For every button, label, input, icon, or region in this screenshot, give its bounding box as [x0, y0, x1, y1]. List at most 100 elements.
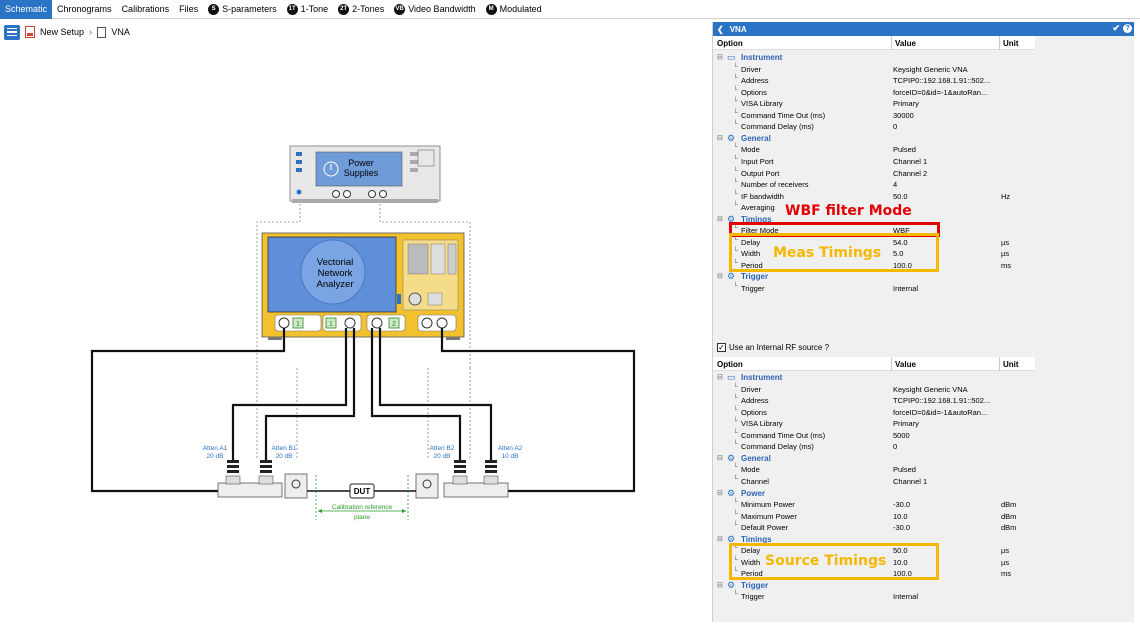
collapse-icon[interactable]: ⊟ — [717, 581, 723, 589]
property-row[interactable]: └Averaging — [713, 202, 1113, 214]
collapse-icon[interactable]: ⊟ — [717, 454, 723, 462]
col-unit[interactable]: Unit — [1003, 39, 1019, 48]
option-value[interactable]: Channel 1 — [893, 476, 928, 486]
collapse-icon[interactable]: ⊟ — [717, 489, 723, 497]
col-option-2[interactable]: Option — [717, 360, 743, 369]
property-row[interactable]: └Command Delay (ms)0 — [713, 121, 1113, 133]
group-row[interactable]: ⊟⚙Power — [713, 488, 1113, 500]
option-value[interactable]: Keysight Generic VNA — [893, 64, 968, 74]
property-row[interactable]: └Command Delay (ms)0 — [713, 441, 1113, 453]
menu-icon[interactable] — [4, 24, 20, 40]
option-value[interactable]: -30.0 — [893, 500, 911, 510]
col-value-2[interactable]: Value — [895, 360, 916, 369]
option-value[interactable]: 4 — [893, 180, 898, 190]
option-value[interactable]: forceID=0&id=-1&autoRan... — [893, 87, 988, 97]
col-option[interactable]: Option — [717, 39, 743, 48]
group-row[interactable]: ⊟⚙Trigger — [713, 580, 1113, 592]
option-value[interactable]: 10.0 — [893, 557, 908, 567]
option-value[interactable]: 0 — [893, 442, 898, 452]
option-value[interactable]: TCPIP0::192.168.1.91::502... — [893, 396, 991, 406]
collapse-icon[interactable]: ⊟ — [717, 535, 723, 543]
option-value[interactable]: Internal — [893, 284, 919, 293]
option-value[interactable]: Internal — [893, 592, 919, 602]
tab-files[interactable]: Files — [174, 0, 203, 19]
chevron-left-icon[interactable]: ❮ — [717, 24, 724, 34]
collapse-icon[interactable]: ⊟ — [717, 134, 723, 142]
collapse-icon[interactable]: ⊟ — [717, 215, 723, 223]
collapse-icon[interactable]: ⊟ — [717, 273, 723, 281]
group-row[interactable]: ⊟▭Instrument — [713, 52, 1113, 64]
collapse-icon[interactable]: ⊟ — [717, 374, 723, 381]
option-value[interactable]: 30000 — [893, 110, 914, 120]
option-value[interactable]: 54.0 — [893, 237, 908, 247]
internal-rf-source-row[interactable]: ✓ Use an Internal RF source ? — [717, 343, 829, 352]
col-value[interactable]: Value — [895, 39, 916, 48]
option-value[interactable]: forceID=0&id=-1&autoRan... — [893, 407, 988, 417]
option-value[interactable]: WBF — [893, 226, 910, 236]
check-icon[interactable]: ✔ — [1112, 23, 1120, 33]
help-icon[interactable]: ? — [1123, 24, 1132, 33]
tab-calibrations[interactable]: Calibrations — [117, 0, 175, 19]
option-value[interactable]: 100.0 — [893, 569, 912, 579]
option-value[interactable]: Pulsed — [893, 145, 916, 155]
option-value[interactable]: 0 — [893, 122, 898, 132]
group-row[interactable]: ⊟⚙General — [713, 133, 1113, 145]
option-value[interactable]: 50.0 — [893, 191, 908, 201]
option-value[interactable]: 10.0 — [893, 511, 908, 521]
group-row[interactable]: ⊟⚙General — [713, 453, 1113, 465]
tab-schematic[interactable]: Schematic — [0, 0, 53, 19]
group-row[interactable]: ⊟⚙Timings — [713, 534, 1113, 546]
option-value[interactable]: 100.0 — [893, 260, 912, 270]
tab-chronograms[interactable]: Chronograms — [52, 0, 117, 19]
breadcrumb-setup[interactable]: New Setup — [40, 27, 85, 37]
option-value[interactable]: Primary — [893, 99, 919, 109]
option-value[interactable]: -30.0 — [893, 523, 911, 533]
option-value[interactable]: Keysight Generic VNA — [893, 384, 968, 394]
option-value[interactable]: Pulsed — [893, 465, 916, 475]
col-unit-2[interactable]: Unit — [1003, 360, 1019, 369]
group-row[interactable]: ⊟▭Instrument — [713, 372, 1113, 384]
option-value[interactable]: Channel 2 — [893, 168, 928, 178]
option-value[interactable]: Channel 1 — [893, 156, 928, 166]
group-row[interactable]: ⊟⚙Trigger — [713, 271, 1113, 283]
property-row[interactable]: └Command Time Out (ms)5000 — [713, 430, 1113, 442]
breadcrumb-item[interactable]: VNA — [111, 27, 130, 37]
property-row[interactable]: └Command Time Out (ms)30000 — [713, 110, 1113, 122]
option-value[interactable]: 5000 — [893, 430, 910, 440]
option-value[interactable]: 50.0 — [893, 546, 908, 556]
option-value[interactable]: 5.0 — [893, 249, 904, 259]
group-row[interactable]: ⊟⚙Timings — [713, 214, 1113, 226]
internal-rf-source-checkbox[interactable]: ✓ — [717, 343, 726, 352]
option-value[interactable]: TCPIP0::192.168.1.91::502... — [893, 76, 991, 86]
